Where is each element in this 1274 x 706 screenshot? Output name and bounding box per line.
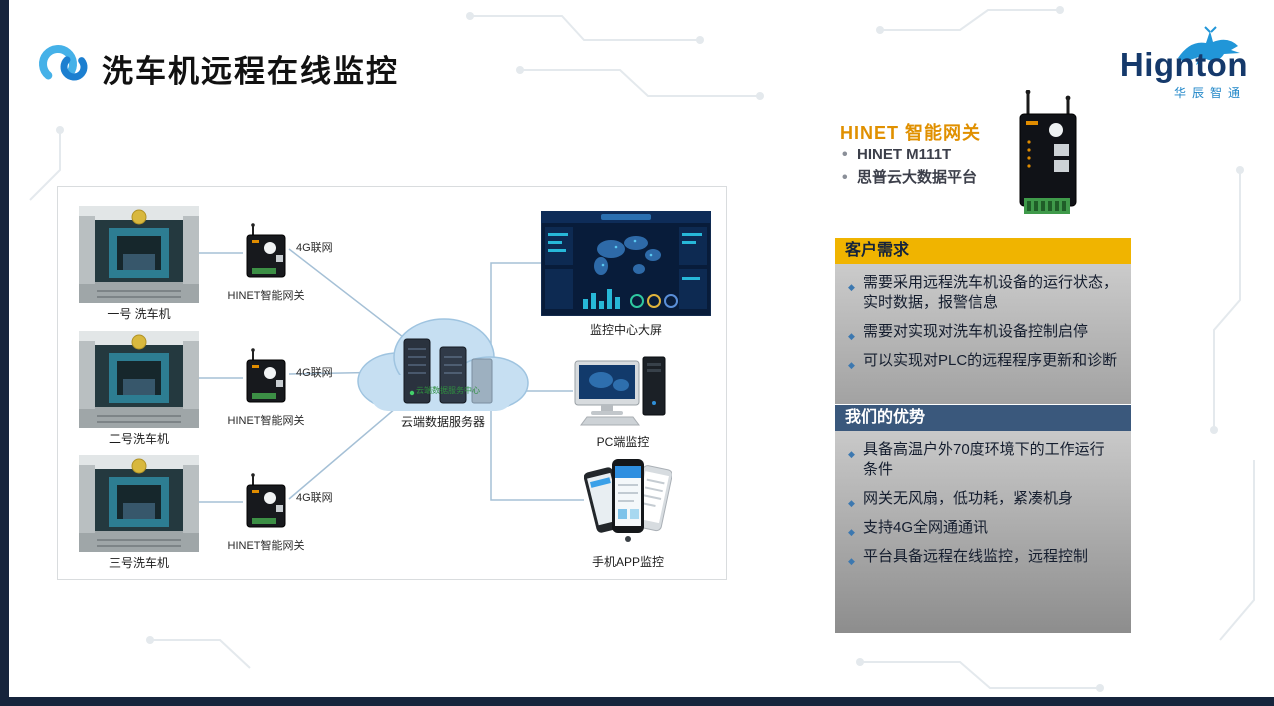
advantage-item: 平台具备远程在线监控，远程控制 <box>847 547 1119 571</box>
machine-label: 一号 洗车机 <box>107 307 171 321</box>
machine-label: 三号洗车机 <box>108 556 169 570</box>
cloud-label: 云端数据服务器 <box>400 415 485 429</box>
link-label: 4G联网 <box>296 242 333 254</box>
product-bullet: 思普云大数据平台 <box>842 166 977 189</box>
advantage-item: 网关无风扇，低功耗，紧凑机身 <box>847 489 1119 513</box>
link-label: 4G联网 <box>296 492 333 504</box>
need-item: 需要对实现对洗车机设备控制启停 <box>847 322 1119 346</box>
product-bullet-text: HINET M111T <box>857 146 952 163</box>
advantage-item-text: 支持4G全网通通讯 <box>863 519 989 536</box>
gateway-label: HINET智能网关 <box>227 540 305 552</box>
advantages-header: 我们的优势 <box>835 405 1131 431</box>
architecture-diagram: 一号 洗车机 二号洗车机 三号洗车机 <box>57 186 727 580</box>
product-bullet-list: HINET M111T 思普云大数据平台 <box>842 143 977 189</box>
customer-needs-header: 客户需求 <box>835 238 1131 264</box>
cloud-logo-icon <box>39 45 88 83</box>
brand-subtitle: 华辰智通 <box>1173 86 1246 100</box>
deer-icon <box>1178 26 1240 65</box>
left-accent-bar <box>0 0 9 706</box>
advantage-item-text: 平台具备远程在线监控，远程控制 <box>863 548 1089 565</box>
car-wash-photo-2 <box>79 331 199 428</box>
dashboard-screen-icon <box>541 211 711 316</box>
advantage-item-text: 网关无风扇，低功耗，紧凑机身 <box>863 490 1074 507</box>
need-item-text: 需要对实现对洗车机设备控制启停 <box>863 323 1089 340</box>
need-item-text: 需要采用远程洗车机设备的运行状态，实时数据，报警信息 <box>863 274 1119 311</box>
endpoint-label: 手机APP监控 <box>591 555 664 569</box>
mobile-phones-icon <box>584 459 672 542</box>
advantages-body: 具备高温户外70度环境下的工作运行条件 网关无风扇，低功耗，紧凑机身 支持4G全… <box>835 431 1131 633</box>
endpoint-label: PC端监控 <box>596 435 650 449</box>
advantage-item: 具备高温户外70度环境下的工作运行条件 <box>847 440 1119 480</box>
need-item-text: 可以实现对PLC的远程程序更新和诊断 <box>863 352 1118 369</box>
product-bullet-text: 思普云大数据平台 <box>857 169 978 186</box>
machine-label: 二号洗车机 <box>108 432 169 446</box>
gateway-device-icon <box>246 223 286 278</box>
car-wash-photo-1 <box>79 206 199 303</box>
car-wash-photo-3 <box>79 455 199 552</box>
customer-needs-panel: 客户需求 需要采用远程洗车机设备的运行状态，实时数据，报警信息 需要对实现对洗车… <box>835 238 1131 404</box>
customer-needs-body: 需要采用远程洗车机设备的运行状态，实时数据，报警信息 需要对实现对洗车机设备控制… <box>835 264 1131 404</box>
product-bullet: HINET M111T <box>842 143 977 166</box>
cloud-center-label: 云端数据服务中心 <box>416 386 480 395</box>
gateway-label: HINET智能网关 <box>227 290 305 302</box>
advantage-item-text: 具备高温户外70度环境下的工作运行条件 <box>863 441 1105 478</box>
gateway-product-photo <box>1019 90 1077 214</box>
product-heading: HINET 智能网关 <box>840 123 982 143</box>
link-label: 4G联网 <box>296 367 333 379</box>
brand-logo: Hignton 华辰智通 <box>1088 26 1248 100</box>
cloud-server-icon <box>357 318 529 411</box>
need-item: 可以实现对PLC的远程程序更新和诊断 <box>847 351 1119 375</box>
page-title: 洗车机远程在线监控 <box>102 54 399 90</box>
advantage-item: 支持4G全网通通讯 <box>847 518 1119 542</box>
bottom-accent-bar <box>0 697 1274 706</box>
advantages-panel: 我们的优势 具备高温户外70度环境下的工作运行条件 网关无风扇，低功耗，紧凑机身… <box>835 405 1131 633</box>
pc-monitor-icon <box>574 356 666 426</box>
gateway-device-icon <box>246 473 286 528</box>
endpoint-label: 监控中心大屏 <box>589 323 662 337</box>
gateway-device-icon <box>246 348 286 403</box>
gateway-label: HINET智能网关 <box>227 415 305 427</box>
need-item: 需要采用远程洗车机设备的运行状态，实时数据，报警信息 <box>847 273 1119 313</box>
brand-name: Hignton <box>1119 46 1248 83</box>
